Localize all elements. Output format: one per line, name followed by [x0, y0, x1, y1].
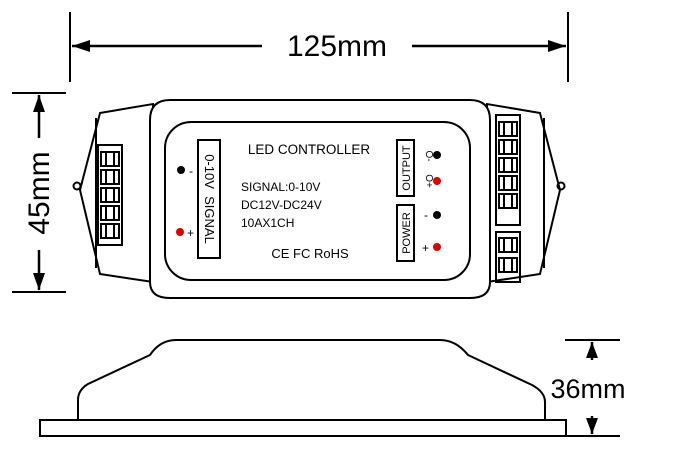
signal-label-box	[197, 139, 221, 259]
power-plus-label: +	[422, 241, 429, 255]
spec-line-3: 10AX1CH	[241, 216, 294, 230]
panel-title: LED CONTROLLER	[248, 142, 371, 157]
side-view	[39, 339, 567, 437]
power-label-box	[396, 204, 415, 262]
output-label-box	[396, 139, 415, 197]
output-plus-label: O+	[423, 174, 434, 188]
depth-label: 36mm	[550, 374, 625, 404]
mount-hole-right	[556, 181, 566, 191]
height-label: 45mm	[23, 151, 56, 234]
spec-line-2: DC12V-DC24V	[241, 198, 322, 212]
left-terminal-block	[97, 144, 123, 246]
depth-dimension: 36mm	[550, 339, 626, 437]
power-label: POWER	[401, 212, 413, 254]
output-minus-dot	[433, 151, 441, 159]
certification-marks: CE FC RoHS	[271, 246, 349, 261]
power-plus-dot	[433, 243, 441, 251]
signal-plus-dot	[176, 228, 184, 236]
signal-minus-label: -	[189, 164, 193, 178]
signal-label: 0-10V SIGNAL	[202, 154, 217, 244]
right-terminal-block-output	[495, 114, 521, 226]
width-dimension: 125mm	[69, 12, 569, 82]
right-terminal-block-power	[495, 231, 521, 283]
height-dimension: 45mm	[12, 92, 66, 293]
output-plus-dot	[433, 177, 441, 185]
spec-line-1: SIGNAL:0-10V	[241, 180, 320, 194]
signal-plus-label: +	[187, 226, 194, 240]
output-label: OUTPUT	[401, 145, 413, 191]
signal-minus-dot	[177, 166, 185, 174]
power-minus-label: -	[424, 208, 428, 222]
top-view	[72, 99, 566, 299]
width-label: 125mm	[287, 30, 387, 63]
output-minus-label: O-	[423, 150, 434, 161]
power-minus-dot	[433, 211, 441, 219]
mount-hole-left	[72, 181, 82, 191]
